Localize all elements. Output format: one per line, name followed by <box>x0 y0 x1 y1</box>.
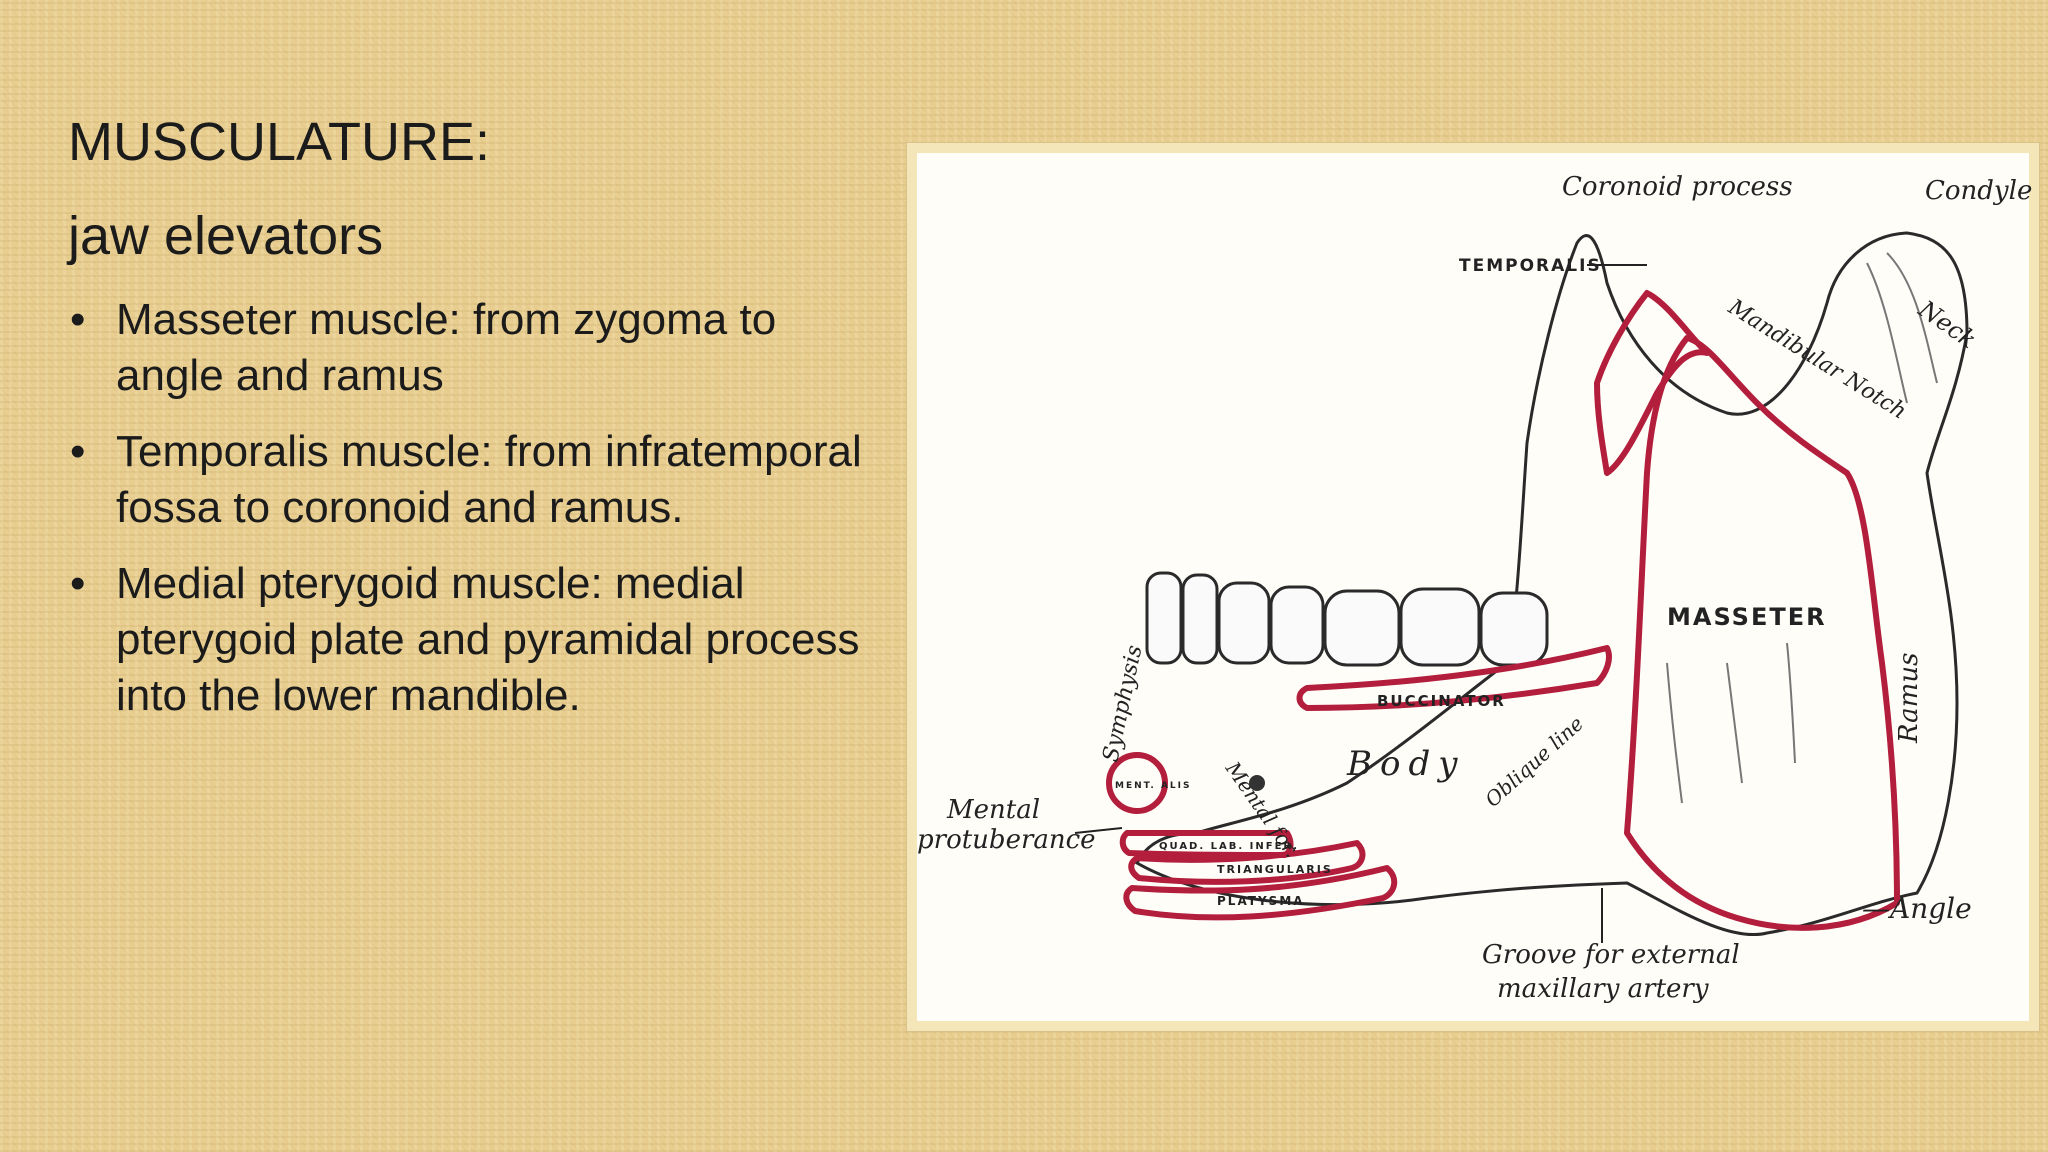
label-coronoid-process: Coronoid process <box>1562 172 1793 202</box>
bullet-text: Temporalis muscle: from infratemporal fo… <box>116 427 862 532</box>
buccinator-outline <box>1296 645 1612 711</box>
label-platysma: PLATYSMA <box>1217 894 1305 908</box>
bullet-text: Medial pterygoid muscle: medial pterygoi… <box>116 559 860 720</box>
label-neck: Neck <box>1913 294 1982 354</box>
bullet-icon: • <box>70 427 86 476</box>
label-temporalis: TEMPORALIS <box>1459 256 1602 276</box>
ramus-shade <box>1666 642 1796 804</box>
label-body: Body <box>1346 744 1465 784</box>
tooth <box>1269 585 1325 665</box>
label-triangularis: TRIANGULARIS <box>1217 863 1333 876</box>
slide-title: MUSCULATURE: <box>68 112 491 172</box>
temporalis-outline <box>1594 290 1710 476</box>
label-condyle: Condyle <box>1925 176 2032 206</box>
label-groove-line2: maxillary artery <box>1497 974 1709 1004</box>
label-masseter: MASSETER <box>1667 603 1827 631</box>
leader-mental-protuberance <box>1074 827 1123 834</box>
bullet-masseter: • Masseter muscle: from zygoma to angle a… <box>68 292 868 404</box>
slide-text: MUSCULATURE: jaw elevators • Masseter mus… <box>68 110 868 744</box>
label-mental-protuberance-line1: Mental <box>946 795 1040 825</box>
label-angle: —Angle <box>1862 892 1972 925</box>
label-oblique-line: Oblique line <box>1480 711 1588 811</box>
tooth <box>1181 573 1219 665</box>
mandible-illustration: Coronoid process Condyle TEMPORALIS Mand… <box>917 172 2032 1004</box>
tooth <box>1323 589 1401 667</box>
bullet-list: • Masseter muscle: from zygoma to angle a… <box>68 292 868 724</box>
mental-foramen-mark <box>1249 775 1265 791</box>
bullet-medial-pterygoid: • Medial pterygoid muscle: medial pterygo… <box>68 556 868 724</box>
label-buccinator: BUCCINATOR <box>1377 692 1506 710</box>
platysma-outline <box>1123 865 1398 921</box>
mandible-diagram: Coronoid process Condyle TEMPORALIS Mand… <box>906 142 2040 1032</box>
mandible-outline <box>1135 231 1969 936</box>
bullet-text: Masseter muscle: from zygoma to angle an… <box>116 295 777 400</box>
neck-shade <box>1866 252 1938 404</box>
tooth <box>1479 591 1549 667</box>
bullet-icon: • <box>70 559 86 608</box>
label-mentalis: MENT. ALIS <box>1115 781 1192 791</box>
label-groove-line1: Groove for external <box>1482 940 1740 970</box>
bullet-icon: • <box>70 295 86 344</box>
tooth <box>1217 581 1271 665</box>
bullet-temporalis: • Temporalis muscle: from infratemporal f… <box>68 424 868 536</box>
label-mandibular-notch: Mandibular Notch <box>1723 294 1911 424</box>
tooth <box>1145 571 1183 665</box>
tooth <box>1399 587 1481 667</box>
label-symphysis: Symphysis <box>1098 643 1147 764</box>
label-ramus: Ramus <box>1894 653 1924 744</box>
mentalis-outline <box>1106 752 1168 814</box>
masseter-outline <box>1624 335 1900 931</box>
triangularis-outline <box>1128 840 1366 885</box>
label-mental-protuberance-line2: protuberance <box>917 825 1096 855</box>
teeth <box>1145 571 1549 667</box>
slide-subtitle: jaw elevators <box>68 206 384 266</box>
label-depressor-labii: QUAD. LAB. INFER. <box>1159 841 1299 852</box>
